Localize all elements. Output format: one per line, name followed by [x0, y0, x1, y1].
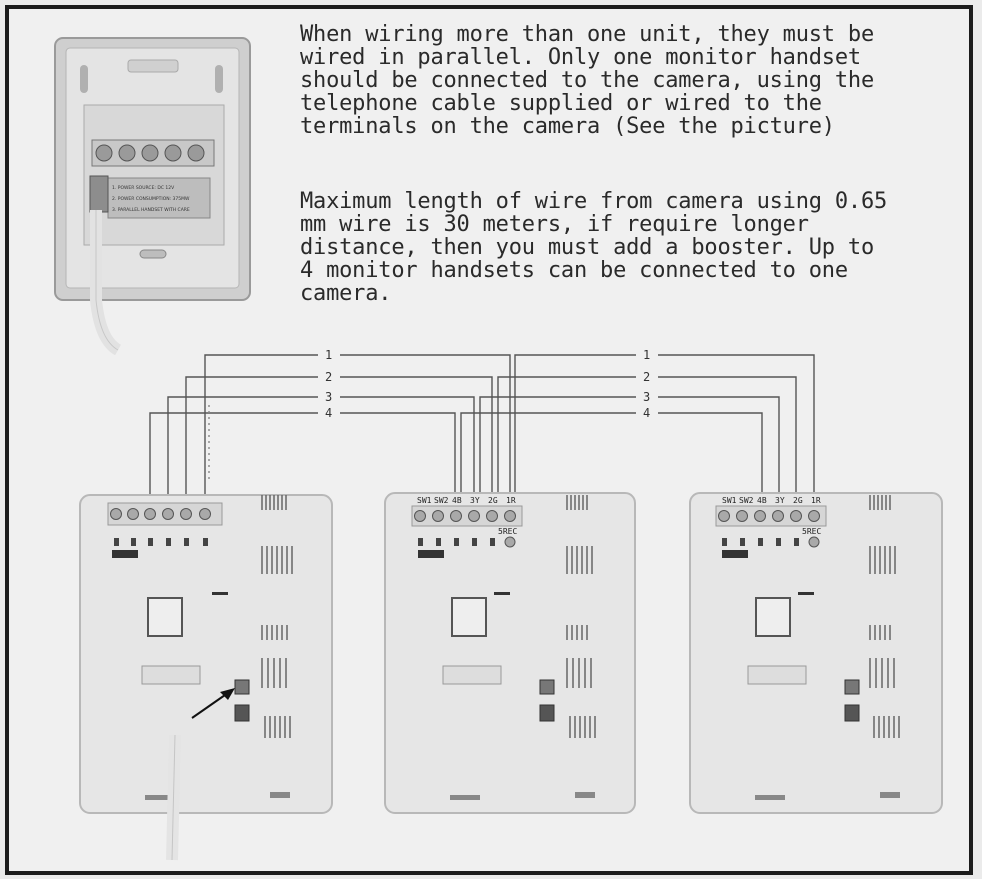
wire-label-1: 1: [325, 348, 332, 362]
terminal-labels: SW1 SW2 4B 3Y 2G 1R: [417, 496, 516, 505]
svg-text:3Y: 3Y: [470, 496, 480, 505]
svg-text:2. POWER CONSUMPTION: 375MW: 2. POWER CONSUMPTION: 375MW: [112, 196, 190, 202]
svg-text:2G: 2G: [488, 496, 498, 505]
wire-4-left: [149, 412, 340, 512]
wire-1-right: [514, 354, 660, 512]
camera-terminal-block: [91, 139, 215, 167]
wire-label-2: 2: [643, 370, 650, 384]
svg-text:1. POWER SOURCE: DC 12V: 1. POWER SOURCE: DC 12V: [112, 185, 175, 191]
rec-terminal-label: 5REC: [498, 527, 517, 536]
monitor-handset-1: [79, 494, 333, 861]
wire-3-right: [479, 396, 660, 512]
camera-back-photo: 1. POWER SOURCE: DC 12V 2. POWER CONSUMP…: [54, 37, 251, 356]
svg-text:SW1: SW1: [722, 496, 737, 505]
wire-labels-right: 1 2 3 4: [636, 346, 658, 420]
wire-length-paragraph: Maximum length of wire from camera using…: [300, 189, 888, 306]
wire-3-left: [167, 396, 340, 512]
monitor-handset-3: SW1 SW2 4B 3Y 2G 1R 5REC: [689, 492, 943, 814]
rj-jack-icon: [89, 175, 109, 213]
wiring-instructions-paragraph: When wiring more than one unit, they mus…: [300, 22, 874, 139]
wire-label-4: 4: [643, 406, 650, 420]
svg-text:SW2: SW2: [739, 496, 754, 505]
parallel-wires: [149, 354, 815, 512]
svg-text:4B: 4B: [452, 496, 462, 505]
wire-label-1: 1: [643, 348, 650, 362]
wire-1-left: [204, 354, 340, 512]
terminal-labels: SW1 SW2 4B 3Y 2G 1R: [722, 496, 821, 505]
rec-terminal-label: 5REC: [802, 527, 821, 536]
svg-text:4B: 4B: [757, 496, 767, 505]
wire-label-3: 3: [643, 390, 650, 404]
wire-labels-left: 1 2 3 4: [318, 346, 340, 420]
svg-text:1R: 1R: [506, 496, 516, 505]
wire-label-4: 4: [325, 406, 332, 420]
wire-label-3: 3: [325, 390, 332, 404]
svg-text:SW2: SW2: [434, 496, 449, 505]
wire-4-right: [460, 412, 660, 512]
svg-text:2G: 2G: [793, 496, 803, 505]
arrow-icon: [191, 694, 226, 719]
svg-text:1R: 1R: [811, 496, 821, 505]
svg-text:3Y: 3Y: [775, 496, 785, 505]
svg-text:SW1: SW1: [417, 496, 432, 505]
svg-text:3. PARALLEL HANDSET WITH CARE: 3. PARALLEL HANDSET WITH CARE: [112, 207, 190, 213]
wire-label-2: 2: [325, 370, 332, 384]
monitor-handset-2: SW1 SW2 4B 3Y 2G 1R 5REC: [384, 492, 636, 814]
camera-spec-label: 1. POWER SOURCE: DC 12V 2. POWER CONSUMP…: [107, 177, 211, 219]
wire-2-right: [497, 376, 660, 512]
wire-2-left: [185, 376, 340, 512]
wire-1-left-to-monitor-2: [340, 354, 511, 512]
